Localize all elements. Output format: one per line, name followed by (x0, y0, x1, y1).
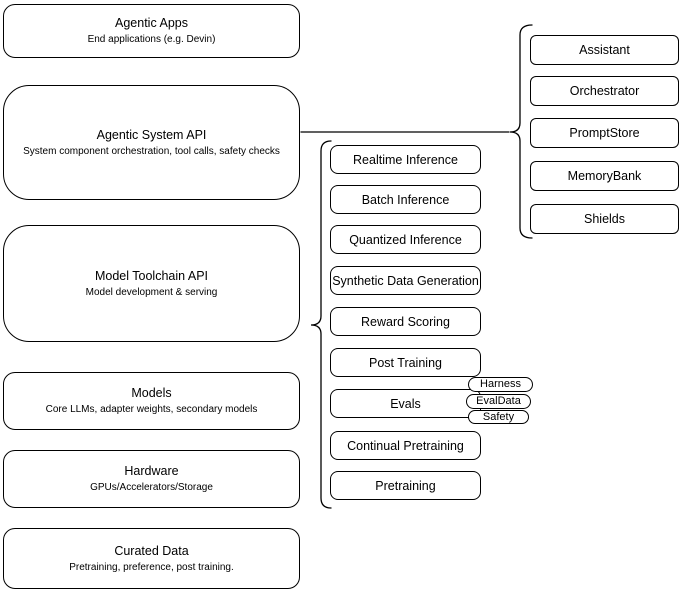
node-evals-safety-tag: Safety (468, 410, 529, 424)
node-realtime-inference: Realtime Inference (330, 145, 481, 174)
node-title: Model Toolchain API (94, 268, 209, 283)
node-orchestrator: Orchestrator (530, 76, 679, 106)
node-subtitle: End applications (e.g. Devin) (87, 34, 216, 45)
node-subtitle: Pretraining, preference, post training. (69, 561, 234, 573)
node-curated-data: Curated Data Pretraining, preference, po… (3, 528, 300, 589)
node-label: Orchestrator (569, 84, 640, 98)
node-memorybank: MemoryBank (530, 161, 679, 191)
node-assistant: Assistant (530, 35, 679, 65)
node-label: Continual Pretraining (347, 438, 464, 453)
node-label: MemoryBank (567, 169, 642, 183)
node-title: Models (131, 386, 172, 400)
node-label: Assistant (579, 43, 630, 57)
node-agentic-apps: Agentic Apps End applications (e.g. Devi… (3, 4, 300, 58)
node-evals-evaldata-tag: EvalData (466, 394, 531, 409)
node-pretraining: Pretraining (330, 471, 481, 500)
node-label: Post Training (369, 355, 442, 370)
node-label: Quantized Inference (349, 232, 462, 247)
node-label: Reward Scoring (361, 314, 450, 329)
node-promptstore: PromptStore (530, 118, 679, 148)
node-label: Evals (390, 396, 421, 411)
node-synthetic-data-generation: Synthetic Data Generation (330, 266, 481, 295)
node-title: Agentic System API (96, 127, 207, 142)
node-evals-harness-tag: Harness (468, 377, 533, 392)
node-reward-scoring: Reward Scoring (330, 307, 481, 336)
node-batch-inference: Batch Inference (330, 185, 481, 214)
node-label: Synthetic Data Generation (332, 273, 479, 288)
node-title: Curated Data (114, 543, 189, 558)
node-label: Harness (480, 378, 521, 390)
node-subtitle: Model development & serving (85, 286, 218, 298)
node-label: EvalData (476, 395, 521, 407)
toolchain-brace (310, 140, 332, 509)
node-label: Pretraining (375, 478, 436, 493)
node-model-toolchain-api: Model Toolchain API Model development & … (3, 225, 300, 342)
node-post-training: Post Training (330, 348, 481, 377)
node-subtitle: Core LLMs, adapter weights, secondary mo… (45, 404, 258, 415)
node-label: Shields (584, 212, 625, 226)
node-shields: Shields (530, 204, 679, 234)
node-subtitle: System component orchestration, tool cal… (23, 145, 280, 157)
node-models: Models Core LLMs, adapter weights, secon… (3, 372, 300, 430)
node-continual-pretraining: Continual Pretraining (330, 431, 481, 460)
node-label: Realtime Inference (353, 152, 458, 167)
node-quantized-inference: Quantized Inference (330, 225, 481, 254)
node-label: PromptStore (569, 126, 640, 140)
node-title: Hardware (124, 464, 179, 478)
system-components-brace (509, 24, 533, 239)
node-title: Agentic Apps (115, 16, 188, 30)
node-subtitle: GPUs/Accelerators/Storage (90, 482, 213, 493)
node-label: Batch Inference (361, 192, 450, 207)
node-evals: Evals (330, 389, 481, 418)
node-agentic-system-api: Agentic System API System component orch… (3, 85, 300, 200)
node-label: Safety (482, 410, 515, 423)
node-hardware: Hardware GPUs/Accelerators/Storage (3, 450, 300, 508)
